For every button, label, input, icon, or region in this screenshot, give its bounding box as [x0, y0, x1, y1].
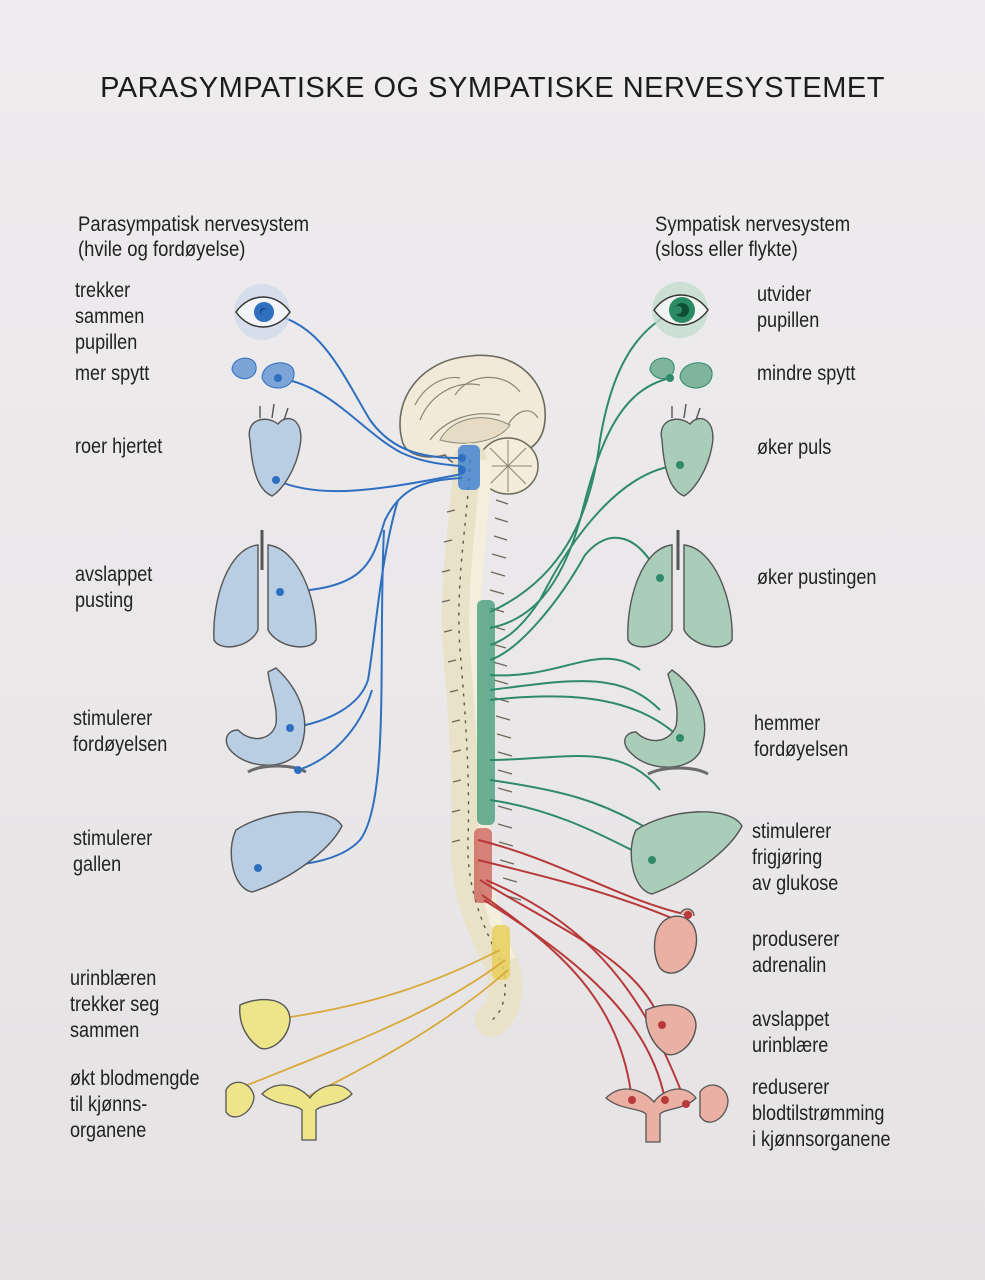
symp-label-saliva-line1: mindre spytt: [757, 362, 856, 385]
parasympathetic-heading-text: Parasympatisk nervesystem: [78, 213, 310, 236]
para-lungs-icon: [213, 530, 317, 648]
para-label-genitals-line3: organene: [70, 1119, 147, 1142]
symp-label-bladder-line2: urinblære: [752, 1034, 829, 1057]
para-label-breathing: avslappet pusting: [75, 562, 152, 614]
para-label-bladder-line2: trekker seg: [70, 993, 160, 1016]
symp-label-pupil-line1: utvider: [757, 283, 812, 306]
para-label-bladder-line3: sammen: [70, 1019, 140, 1042]
symp-salivary-glands-icon: [649, 357, 713, 389]
brain-illustration: [399, 354, 546, 495]
page-title: PARASYMPATISKE OG SYMPATISKE NERVESYSTEM…: [100, 72, 885, 104]
para-label-bladder-line1: urinblæren: [70, 967, 157, 990]
symp-label-pupil-line2: pupillen: [757, 309, 820, 332]
parasympathetic-heading: Parasympatisk nervesystem (hvile og ford…: [78, 212, 309, 262]
para-label-gall-line2: gallen: [73, 853, 122, 876]
symp-bladder-icon: [645, 1004, 697, 1056]
symp-adrenal-kidney-icon: [653, 908, 698, 974]
para-label-saliva-line1: mer spytt: [75, 362, 150, 385]
symp-label-digestion-line1: hemmer: [754, 712, 821, 735]
para-label-genitals: økt blodmengde til kjønns- organene: [70, 1066, 200, 1144]
para-genitals-icon: [225, 1081, 353, 1141]
symp-genitals-icon: [605, 1084, 729, 1143]
symp-label-genitals-line3: i kjønnsorganene: [752, 1128, 891, 1151]
symp-stomach-icon: [624, 669, 709, 776]
symp-label-digestion: hemmer fordøyelsen: [754, 711, 848, 763]
symp-label-adrenalin-line1: produserer: [752, 928, 840, 951]
nerve-endpoints: [254, 306, 692, 1108]
para-label-genitals-line2: til kjønns-: [70, 1093, 148, 1116]
para-label-digestion-line2: fordøyelsen: [73, 733, 168, 756]
para-label-breathing-line2: pusting: [75, 589, 134, 612]
symp-label-adrenalin: produserer adrenalin: [752, 927, 839, 979]
para-label-digestion: stimulerer fordøyelsen: [73, 706, 167, 758]
symp-label-genitals-line1: reduserer: [752, 1076, 830, 1099]
symp-label-glucose-line1: stimulerer: [752, 820, 832, 843]
para-label-digestion-line1: stimulerer: [73, 707, 153, 730]
symp-label-saliva: mindre spytt: [757, 361, 855, 387]
symp-label-glucose: stimulerer frigjøring av glukose: [752, 819, 838, 897]
para-label-heart: roer hjertet: [75, 434, 162, 460]
sympathetic-heading-text: Sympatisk nervesystem: [655, 213, 851, 236]
parasympathetic-subheading: (hvile og fordøyelse): [78, 238, 246, 261]
para-salivary-glands-icon: [231, 357, 295, 389]
para-liver-icon: [230, 811, 343, 893]
para-stomach-icon: [225, 667, 307, 774]
para-heart-icon: [248, 403, 302, 497]
para-label-gall-line1: stimulerer: [73, 827, 153, 850]
symp-label-digestion-line2: fordøyelsen: [754, 738, 849, 761]
symp-label-bladder-line1: avslappet: [752, 1008, 830, 1031]
para-label-genitals-line1: økt blodmengde: [70, 1067, 200, 1090]
para-label-pupil-line3: pupillen: [75, 331, 138, 354]
symp-label-glucose-line2: frigjøring: [752, 846, 823, 869]
symp-heart-icon: [660, 403, 714, 497]
symp-label-bladder: avslappet urinblære: [752, 1007, 829, 1059]
symp-label-breathing: øker pustingen: [757, 565, 876, 591]
symp-label-pupil: utvider pupillen: [757, 282, 819, 334]
para-label-breathing-line1: avslappet: [75, 563, 153, 586]
sympathetic-nerves: [489, 309, 681, 861]
para-bladder-icon: [239, 998, 291, 1050]
spinal-cord: [441, 443, 523, 1037]
symp-label-genitals-line2: blodtilstrømming: [752, 1102, 885, 1125]
sympathetic-subheading: (sloss eller flykte): [655, 238, 798, 261]
para-label-pupil: trekker sammen pupillen: [75, 278, 144, 356]
para-label-heart-line1: roer hjertet: [75, 435, 163, 458]
symp-label-heart: øker puls: [757, 435, 831, 461]
sympathetic-heading: Sympatisk nervesystem (sloss eller flykt…: [655, 212, 850, 262]
symp-label-adrenalin-line2: adrenalin: [752, 954, 827, 977]
symp-liver-icon: [630, 811, 743, 895]
symp-label-genitals: reduserer blodtilstrømming i kjønnsorgan…: [752, 1075, 891, 1153]
symp-label-heart-line1: øker puls: [757, 436, 832, 459]
symp-label-breathing-line1: øker pustingen: [757, 566, 877, 589]
sympathetic-lower-nerves: [477, 839, 689, 1105]
symp-lungs-icon: [627, 530, 733, 648]
para-label-gall: stimulerer gallen: [73, 826, 152, 878]
para-label-bladder: urinblæren trekker seg sammen: [70, 966, 159, 1044]
para-label-saliva: mer spytt: [75, 361, 149, 387]
para-label-pupil-line1: trekker: [75, 279, 131, 302]
para-label-pupil-line2: sammen: [75, 305, 145, 328]
symp-label-glucose-line3: av glukose: [752, 872, 839, 895]
